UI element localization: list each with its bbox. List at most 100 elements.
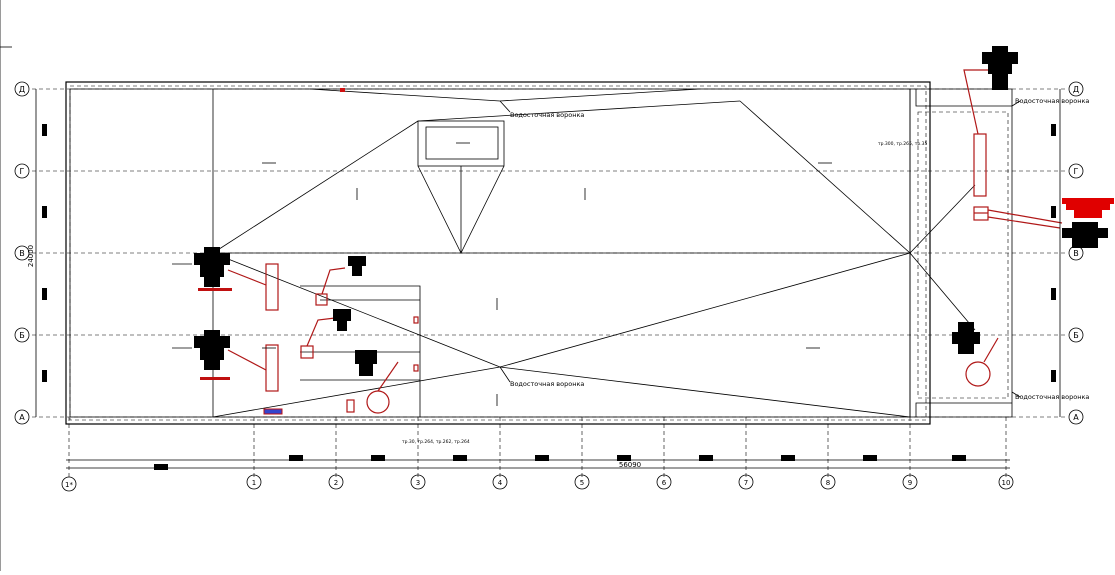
right-annex (910, 88, 1013, 418)
row-bubble-b-left: Б (14, 327, 30, 343)
funnel-leader-top (499, 100, 511, 113)
row-bubble-a-left: А (14, 409, 30, 425)
annex-bottom-notch (915, 402, 1012, 417)
row-label-b: Б (19, 331, 25, 340)
tick-bottom (952, 455, 966, 461)
slope-left-bottom (212, 252, 501, 368)
row-label-a: А (19, 413, 25, 422)
pipe-line-1 (321, 267, 346, 295)
fan-unit-8-red (1062, 198, 1114, 218)
fan-unit-2 (194, 330, 230, 370)
funnel-label-top: Водосточная воронка (510, 111, 584, 119)
funnel-leaders (499, 100, 1021, 398)
slope-top-right (499, 88, 701, 102)
col-label: 1* (65, 481, 73, 489)
funnel-leader-right-top (1011, 100, 1021, 107)
red-underline-1 (198, 288, 232, 291)
row-bubble-d-left: Д (14, 81, 30, 97)
row-axis-bubbles: Д Г В Б А Д Г В Б А (14, 81, 1084, 425)
tick-bottom (535, 455, 549, 461)
col-label: 6 (662, 479, 667, 487)
row-label-d: Д (19, 85, 25, 94)
red-marker-top (340, 88, 345, 92)
small-red-box-1 (413, 316, 419, 324)
column-grid-lines (68, 417, 1007, 478)
red-blue-tag (263, 408, 283, 415)
slope-annex-2 (909, 252, 976, 331)
col-bubble: 7 (738, 474, 754, 490)
annex-vent-circle (965, 361, 991, 387)
annex-equipment (340, 69, 1063, 387)
col-bubble: 9 (902, 474, 918, 490)
col-label: 1 (252, 479, 256, 487)
row-bubble-g-left: Г (14, 163, 30, 179)
vent-tall-1 (265, 263, 279, 311)
pipes-label-bottom: тр.30, тр.264, тр.262, тр.264 (402, 439, 470, 445)
row-bubble-g-right: Г (1068, 163, 1084, 179)
col-bubble: 1* (61, 476, 77, 492)
tick-bottom (289, 455, 303, 461)
row-bubble-v-left: В (14, 245, 30, 261)
annex-pipe-up (963, 69, 994, 135)
annotations: 56090 24000 Водосточная воронка Водосточ… (27, 97, 1089, 469)
tick-bottom (453, 455, 467, 461)
tick-bottom (617, 455, 631, 461)
col-bubble: 4 (492, 474, 508, 490)
column-axis-bubbles: 1* 1 2 3 4 5 6 7 8 9 10 (61, 474, 1014, 492)
row-bubble-v-right: В (1068, 245, 1084, 261)
slope-markers (172, 142, 832, 406)
pipe-line-4 (227, 269, 267, 286)
equipment-area (227, 263, 421, 417)
col-label: 9 (908, 479, 912, 487)
col-bubble: 5 (574, 474, 590, 490)
annex-inner-outline (917, 111, 1009, 399)
row-label-b: Б (1073, 331, 1079, 340)
col-label: 4 (498, 479, 503, 487)
pipe-line-3 (377, 361, 399, 392)
row-label-g: Г (20, 167, 25, 176)
annex-top-notch (915, 89, 1012, 107)
col-bubble: 8 (820, 474, 836, 490)
lantern-inner (425, 126, 499, 160)
row-bubble-a-right: А (1068, 409, 1084, 425)
col-label: 10 (1002, 479, 1011, 487)
slope-left-bottom-2 (212, 366, 501, 418)
row-bubble-d-right: Д (1068, 81, 1084, 97)
slope-right-top (739, 100, 911, 254)
roof-lantern (417, 120, 505, 254)
col-bubble: 3 (410, 474, 426, 490)
col-label: 2 (334, 479, 338, 487)
row-bubble-b-right: Б (1068, 327, 1084, 343)
slope-right-bottom-2 (499, 366, 911, 418)
col-label: 5 (580, 479, 584, 487)
building-outline-outer (65, 81, 931, 425)
row-label-a: А (1073, 413, 1079, 422)
small-red-box-2 (413, 364, 419, 372)
equipment-outline (300, 285, 421, 417)
funnel-label-right-bottom: Водосточная воронка (1015, 393, 1089, 401)
tick-left (42, 370, 47, 382)
pipe-line-2 (306, 317, 336, 347)
funnel-label-right-top: Водосточная воронка (1015, 97, 1089, 105)
tick-left (42, 124, 47, 136)
col-bubble: 1 (246, 474, 262, 490)
fan-unit-3 (348, 256, 366, 276)
tick-bottom (781, 455, 795, 461)
annex-red-lead-1 (987, 209, 1063, 224)
slope-left-top (212, 120, 419, 254)
annex-red-lead-2 (987, 216, 1061, 229)
dimension-width: 56090 (619, 461, 641, 469)
funnel-label-bottom: Водосточная воронка (510, 380, 584, 388)
row-label-g: Г (1074, 167, 1079, 176)
vent-circle-1 (366, 390, 390, 414)
fan-unit-4 (333, 309, 351, 331)
fan-unit-8 (1062, 222, 1108, 248)
col-label: 8 (826, 479, 830, 487)
tick-bottom (371, 455, 385, 461)
col-bubble: 2 (328, 474, 344, 490)
slope-right-bottom (499, 252, 911, 368)
slope-top-mid (417, 100, 741, 122)
tick-right (1051, 206, 1056, 218)
fan-unit-7 (952, 322, 980, 354)
fan-unit-6 (982, 46, 1018, 90)
